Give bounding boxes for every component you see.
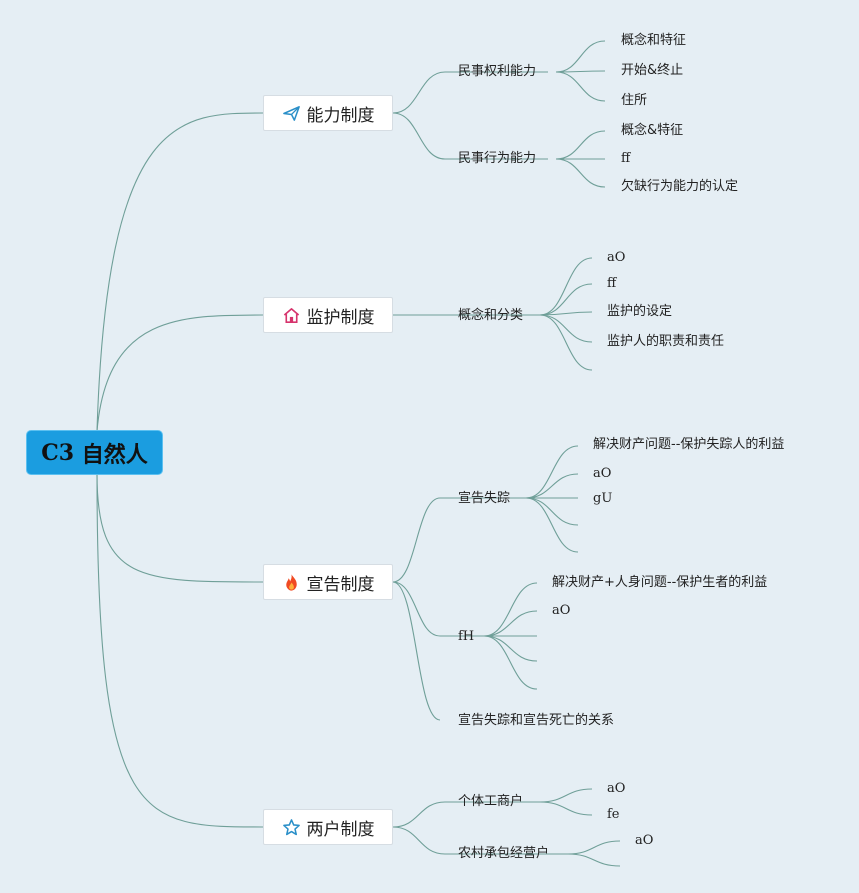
root-title: 自然人: [81, 442, 148, 468]
leaf-node[interactable]: 开始&终止: [621, 63, 684, 78]
connector-line: [555, 40, 606, 73]
root-code: C3: [41, 439, 75, 466]
sub-missing-death-relation[interactable]: 宣告失踪和宣告死亡的关系: [458, 713, 615, 728]
connector-line: [539, 311, 593, 316]
connector-line: [555, 71, 606, 102]
connector-line: [539, 788, 593, 803]
branch-declaration[interactable]: 宣告制度: [263, 564, 393, 600]
connector-line: [539, 314, 593, 371]
sub-fh[interactable]: fH: [458, 629, 475, 644]
connector-line: [525, 497, 579, 553]
connector-line: [539, 257, 593, 316]
connector-line: [392, 581, 441, 637]
leaf-node[interactable]: aO: [552, 603, 571, 618]
leaf-node[interactable]: 解决财产+人身问题--保护生者的利益: [552, 575, 768, 590]
leaf-node[interactable]: 监护人的职责和责任: [607, 334, 725, 349]
branch-capacity-label: 能力制度: [306, 105, 375, 126]
branch-households-label: 两户制度: [306, 819, 375, 840]
leaf-node[interactable]: 住所: [621, 93, 648, 108]
connector-line: [525, 497, 579, 526]
root-connector: [96, 473, 264, 583]
connector-line: [392, 112, 446, 160]
leaf-node[interactable]: aO: [635, 833, 654, 848]
branch-guardianship-label: 监护制度: [306, 307, 375, 328]
root-connector: [96, 112, 264, 432]
sub-individual-business[interactable]: 个体工商户: [458, 794, 524, 809]
branch-capacity[interactable]: 能力制度: [263, 95, 393, 131]
connector-line: [539, 801, 593, 816]
leaf-node[interactable]: ff: [621, 151, 631, 166]
paper-plane-icon: [282, 105, 300, 121]
leaf-node[interactable]: aO: [607, 250, 626, 265]
connector-line: [555, 158, 606, 188]
leaf-node[interactable]: ff: [607, 276, 617, 291]
branch-households[interactable]: 两户制度: [263, 809, 393, 845]
connector-line: [555, 70, 606, 73]
connector-line: [567, 840, 621, 855]
connector-line: [539, 283, 593, 316]
connector-line: [539, 314, 593, 343]
connector-line: [392, 581, 441, 721]
root-connector: [96, 473, 264, 828]
star-icon: [282, 818, 300, 835]
leaf-node[interactable]: 解决财产问题--保护失踪人的利益: [593, 437, 785, 452]
leaf-node[interactable]: gU: [593, 491, 613, 506]
sub-rural-contract-household[interactable]: 农村承包经营户: [458, 846, 550, 861]
connector-line: [525, 473, 579, 499]
connector-line: [567, 853, 621, 867]
root-connector: [96, 314, 264, 432]
sub-civil-conduct-capacity[interactable]: 民事行为能力: [458, 151, 537, 166]
leaf-node[interactable]: 监护的设定: [607, 304, 673, 319]
connector-line: [392, 801, 446, 828]
leaf-node[interactable]: 概念&特征: [621, 123, 684, 138]
fire-icon: [285, 573, 297, 591]
connector-line: [555, 130, 606, 160]
connector-line: [483, 635, 538, 662]
connector-line: [483, 582, 538, 637]
house-icon: [283, 307, 299, 323]
leaf-node[interactable]: fe: [607, 807, 620, 822]
sub-civil-rights-capacity[interactable]: 民事权利能力: [458, 64, 537, 79]
connector-line: [483, 635, 538, 690]
branch-declaration-label: 宣告制度: [306, 574, 375, 595]
connector-line: [392, 497, 441, 583]
leaf-node[interactable]: aO: [593, 466, 612, 481]
leaf-node[interactable]: 欠缺行为能力的认定: [621, 179, 739, 194]
leaf-node[interactable]: aO: [607, 781, 626, 796]
branch-guardianship[interactable]: 监护制度: [263, 297, 393, 333]
connector-line: [392, 71, 446, 114]
sub-declaration-missing[interactable]: 宣告失踪: [458, 491, 511, 506]
connector-line: [392, 826, 446, 855]
leaf-node[interactable]: 概念和特征: [621, 33, 687, 48]
root-node[interactable]: C3 自然人: [26, 430, 163, 475]
connector-line: [525, 445, 579, 499]
sub-concept-classification[interactable]: 概念和分类: [458, 308, 524, 323]
connector-line: [483, 610, 538, 637]
